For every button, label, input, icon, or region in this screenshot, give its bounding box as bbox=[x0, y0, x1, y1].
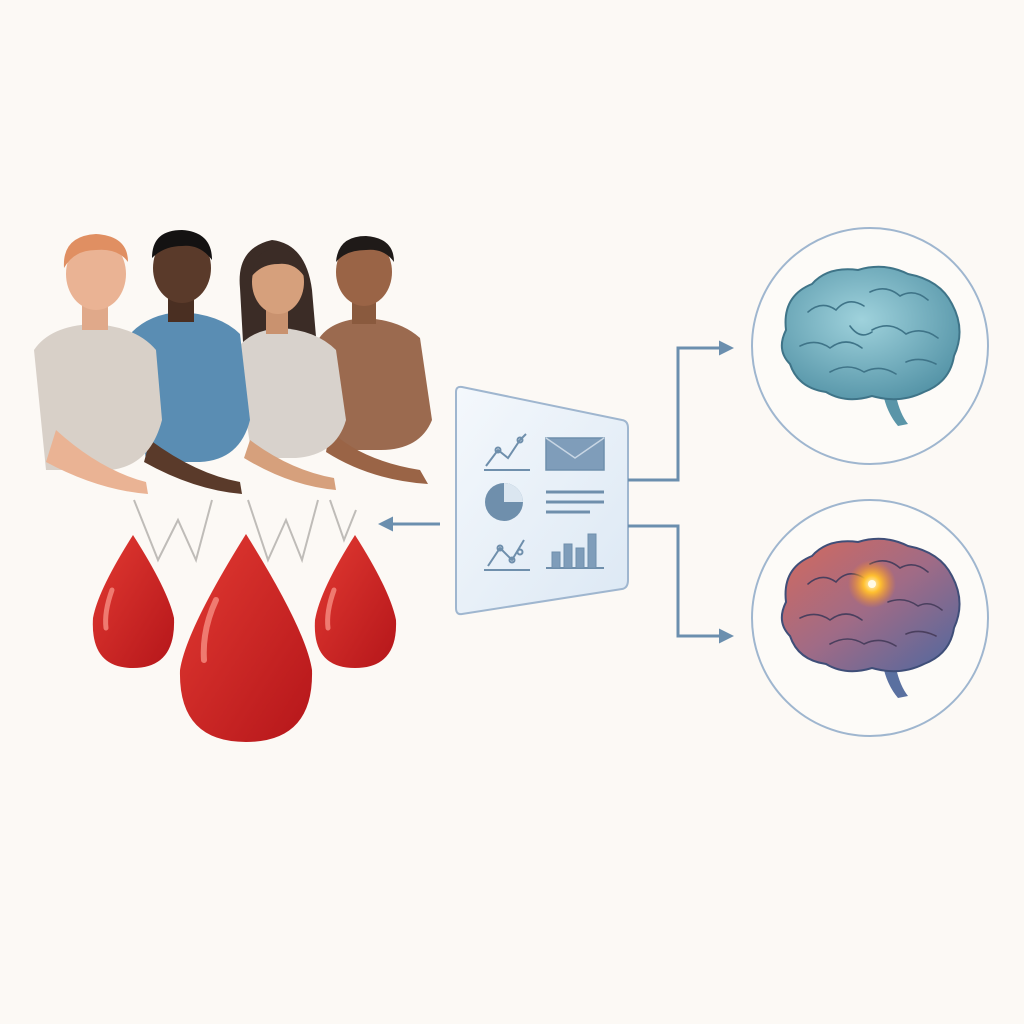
line-chart-icon bbox=[484, 433, 530, 471]
scatter-chart-icon bbox=[484, 539, 530, 571]
blood-drop-center bbox=[179, 534, 313, 742]
bar-chart-icon bbox=[546, 533, 604, 569]
blood-drop-right bbox=[314, 535, 397, 668]
blood-samples-group bbox=[92, 534, 397, 742]
participants-group bbox=[34, 230, 432, 494]
person-3 bbox=[236, 240, 346, 490]
envelope-icon bbox=[545, 437, 605, 471]
person-4 bbox=[318, 236, 432, 484]
participant-to-blood-lines bbox=[133, 499, 357, 564]
person-2 bbox=[132, 230, 250, 494]
blood-drop-left bbox=[92, 535, 175, 668]
healthy-brain-node bbox=[751, 227, 989, 465]
text-lines-icon bbox=[546, 490, 604, 514]
analysis-panel bbox=[455, 385, 629, 616]
pie-chart-icon bbox=[485, 483, 523, 521]
affected-brain-node bbox=[751, 499, 989, 737]
person-1 bbox=[34, 234, 162, 494]
arrow-panel-to-healthy-brain bbox=[628, 340, 734, 482]
arrow-panel-to-affected-brain bbox=[628, 524, 734, 644]
